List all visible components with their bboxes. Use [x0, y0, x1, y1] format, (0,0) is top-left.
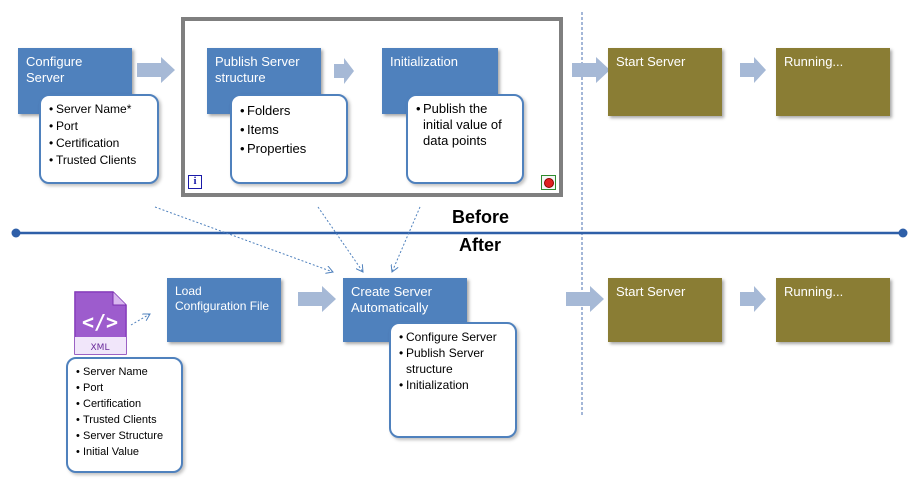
connector-xml-to-load	[130, 314, 150, 326]
flow-arrow	[334, 58, 354, 84]
start-server-label: Start Server	[616, 54, 686, 69]
flow-arrow	[298, 286, 336, 312]
list-item: Initial Value	[76, 444, 175, 460]
running-label: Running...	[784, 54, 844, 69]
configure-server-details: Server Name* Port Certification Trusted …	[39, 94, 159, 184]
publish-structure-details: Folders Items Properties	[230, 94, 348, 184]
list-item: Certification	[49, 135, 151, 152]
create-server-details: Configure Server Publish Server structur…	[389, 322, 517, 438]
info-icon[interactable]: i	[188, 175, 202, 189]
xml-file-icon: </> XML	[73, 291, 127, 355]
start-server-box[interactable]: Start Server	[608, 278, 722, 342]
xml-icon-text: XML	[91, 343, 110, 353]
load-config-label: Load Configuration File	[175, 284, 270, 313]
list-item: Publish Server structure	[399, 345, 509, 377]
list-item: Initialization	[399, 377, 509, 393]
list-item: Configure Server	[399, 329, 509, 345]
initialization-details: Publish the initial value of data points	[406, 94, 524, 184]
create-server-title: Create Server Automatically	[351, 284, 432, 315]
vertical-divider	[581, 12, 583, 417]
start-server-box[interactable]: Start Server	[608, 48, 722, 116]
load-config-box[interactable]: Load Configuration File	[167, 278, 281, 342]
configure-server-title: Configure Server	[26, 54, 83, 85]
list-item: Server Name	[76, 364, 175, 380]
publish-structure-title: Publish Server structure	[215, 54, 300, 85]
list-item: Trusted Clients	[76, 412, 175, 428]
running-box[interactable]: Running...	[776, 278, 890, 342]
configure-server-box[interactable]: Configure Server	[18, 48, 132, 114]
running-label: Running...	[784, 284, 844, 299]
list-item: Folders	[240, 101, 340, 120]
list-item: Server Structure	[76, 428, 175, 444]
config-file-details: Server Name Port Certification Trusted C…	[66, 357, 183, 473]
list-item: Port	[49, 118, 151, 135]
before-label: Before	[452, 207, 510, 227]
list-item: Properties	[240, 139, 340, 158]
running-box[interactable]: Running...	[776, 48, 890, 116]
flow-arrow	[572, 57, 610, 83]
stop-icon[interactable]	[541, 175, 556, 190]
svg-text:</>: </>	[82, 310, 118, 334]
list-item: Trusted Clients	[49, 152, 151, 169]
flow-arrow	[740, 286, 766, 312]
list-item: Server Name*	[49, 101, 151, 118]
initialization-title: Initialization	[390, 54, 458, 69]
flow-arrow	[137, 57, 175, 83]
flow-arrow	[740, 57, 766, 83]
flow-arrow	[566, 286, 604, 312]
list-item: Certification	[76, 396, 175, 412]
start-server-label: Start Server	[616, 284, 686, 299]
process-group-frame	[181, 17, 563, 197]
list-item: Publish the initial value of data points	[416, 101, 516, 149]
list-item: Items	[240, 120, 340, 139]
list-item: Port	[76, 380, 175, 396]
after-label: After	[459, 235, 502, 255]
